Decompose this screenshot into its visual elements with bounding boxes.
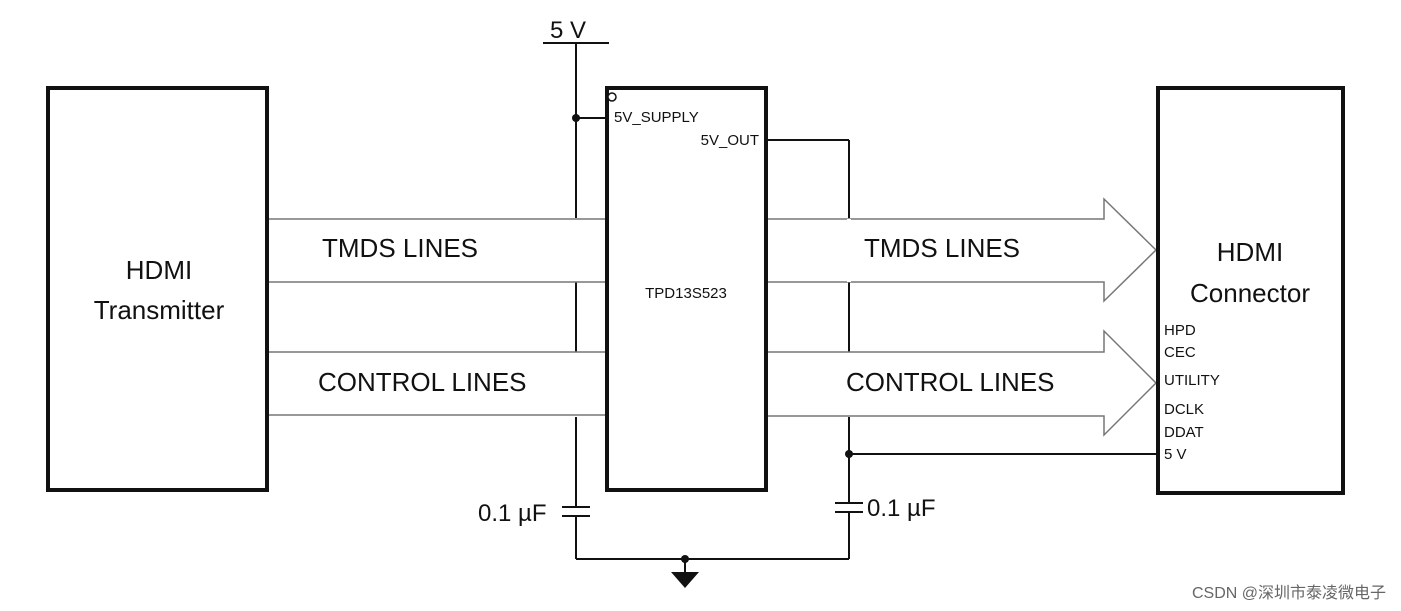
bus-tmds-left-label: TMDS LINES (322, 233, 478, 263)
out-wire (767, 139, 1158, 502)
ground-symbol (576, 555, 849, 588)
supply-junction-dot (572, 114, 580, 122)
connector-pin-cec: CEC (1164, 344, 1196, 361)
bus-control-left: CONTROL LINES (267, 351, 607, 416)
ground-junction-dot (681, 555, 689, 563)
capacitor-left-label: 0.1 µF (478, 500, 547, 527)
chip-pin-out: 5V_OUT (701, 132, 759, 149)
supply-label: 5 V (550, 17, 586, 44)
chip-name: TPD13S523 (645, 285, 727, 302)
bus-tmds-left: TMDS LINES (267, 218, 607, 283)
pin1-marker (607, 92, 617, 102)
capacitor-right: 0.1 µF (835, 495, 936, 559)
out-junction-dot (845, 450, 853, 458)
connector-line2: Connector (1190, 278, 1310, 308)
chip-pin-supply: 5V_SUPPLY (614, 109, 699, 126)
connector-block: HDMI Connector HPD CEC UTILITY DCLK DDAT… (1156, 86, 1345, 495)
connector-pin-hpd: HPD (1164, 322, 1196, 339)
watermark: CSDN @深圳市泰凌微电子 (1192, 584, 1386, 602)
supply-rail: 5 V (543, 17, 609, 506)
transmitter-line1: HDMI (126, 255, 192, 285)
bus-control-right-label: CONTROL LINES (846, 367, 1055, 397)
bus-tmds-right-label: TMDS LINES (864, 233, 1020, 263)
connector-pin-5v: 5 V (1164, 446, 1187, 463)
bus-control-left-label: CONTROL LINES (318, 367, 527, 397)
capacitor-left: 0.1 µF (478, 500, 590, 559)
transmitter-line2: Transmitter (94, 295, 225, 325)
capacitor-right-label: 0.1 µF (867, 495, 936, 522)
bus-tmds-right: TMDS LINES (767, 197, 1158, 303)
bus-control-right: CONTROL LINES (767, 329, 1158, 437)
connector-pin-dclk: DCLK (1164, 401, 1204, 418)
connector-line1: HDMI (1217, 237, 1283, 267)
connector-pin-ddat: DDAT (1164, 424, 1204, 441)
connector-pin-utility: UTILITY (1164, 372, 1220, 389)
chip-block: 5V_SUPPLY 5V_OUT TPD13S523 (605, 86, 768, 492)
transmitter-block: HDMI Transmitter (46, 86, 269, 492)
